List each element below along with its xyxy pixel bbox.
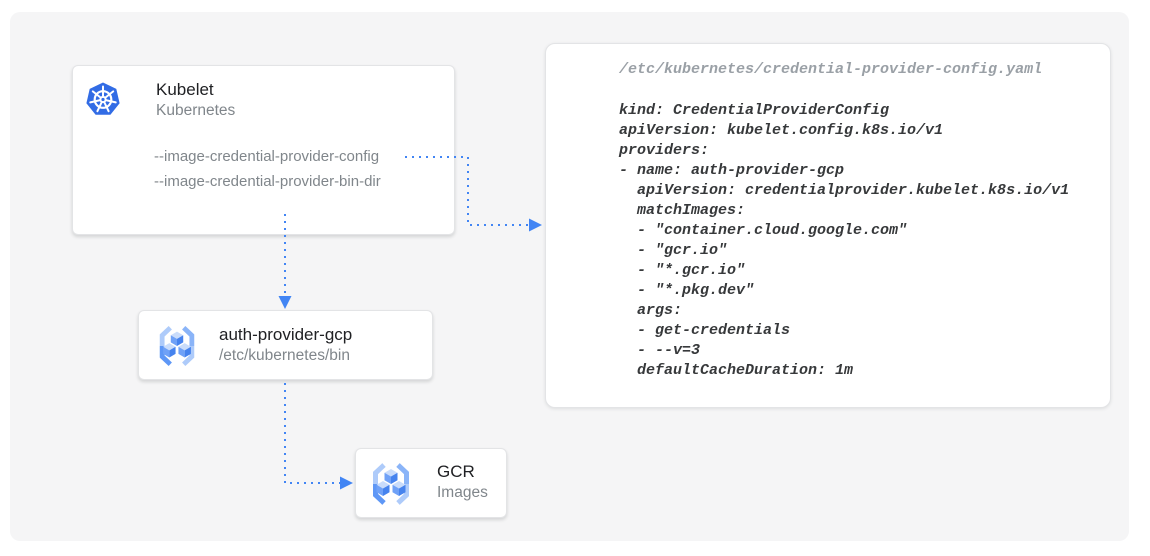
kubernetes-icon [86,82,120,115]
gcr-icon [373,463,409,505]
gcr-card: GCR Images [355,448,507,518]
gcr-icon [159,326,195,366]
yaml-code-block: kind: CredentialProviderConfig apiVersio… [619,101,1100,381]
yaml-line: defaultCacheDuration: 1m [619,362,854,379]
yaml-line: - get-credentials [619,322,791,339]
yaml-line: matchImages: [619,202,746,219]
yaml-line: apiVersion: kubelet.config.k8s.io/v1 [619,122,944,139]
gcr-title: GCR [437,462,475,481]
yaml-line: - "gcr.io" [619,242,728,259]
yaml-line: - "*.pkg.dev" [619,282,755,299]
yaml-config-panel: /etc/kubernetes/credential-provider-conf… [545,43,1111,408]
flag-image-credential-provider-bin-dir: --image-credential-provider-bin-dir [154,173,381,190]
yaml-line: apiVersion: credentialprovider.kubelet.k… [619,182,1070,199]
auth-provider-title: auth-provider-gcp [219,325,353,344]
auth-provider-path: /etc/kubernetes/bin [219,347,350,364]
yaml-line: - --v=3 [619,342,701,359]
yaml-line: - name: auth-provider-gcp [619,162,845,179]
auth-provider-gcp-card: auth-provider-gcp /etc/kubernetes/bin [138,310,433,380]
yaml-file-path: /etc/kubernetes/credential-provider-conf… [619,61,1043,78]
flag-image-credential-provider-config: --image-credential-provider-config [154,148,380,165]
gcr-subtitle: Images [437,484,488,501]
kubelet-flags: --image-credential-provider-config --ima… [154,144,381,194]
kubelet-card: Kubelet Kubernetes --image-credential-pr… [72,65,455,235]
yaml-line: providers: [619,142,710,159]
yaml-line: args: [619,302,683,319]
yaml-line: - "*.gcr.io" [619,262,746,279]
kubelet-title: Kubelet [156,80,214,99]
kubelet-subtitle: Kubernetes [156,102,236,119]
yaml-line: - "container.cloud.google.com" [619,222,908,239]
yaml-line: kind: CredentialProviderConfig [619,102,890,119]
